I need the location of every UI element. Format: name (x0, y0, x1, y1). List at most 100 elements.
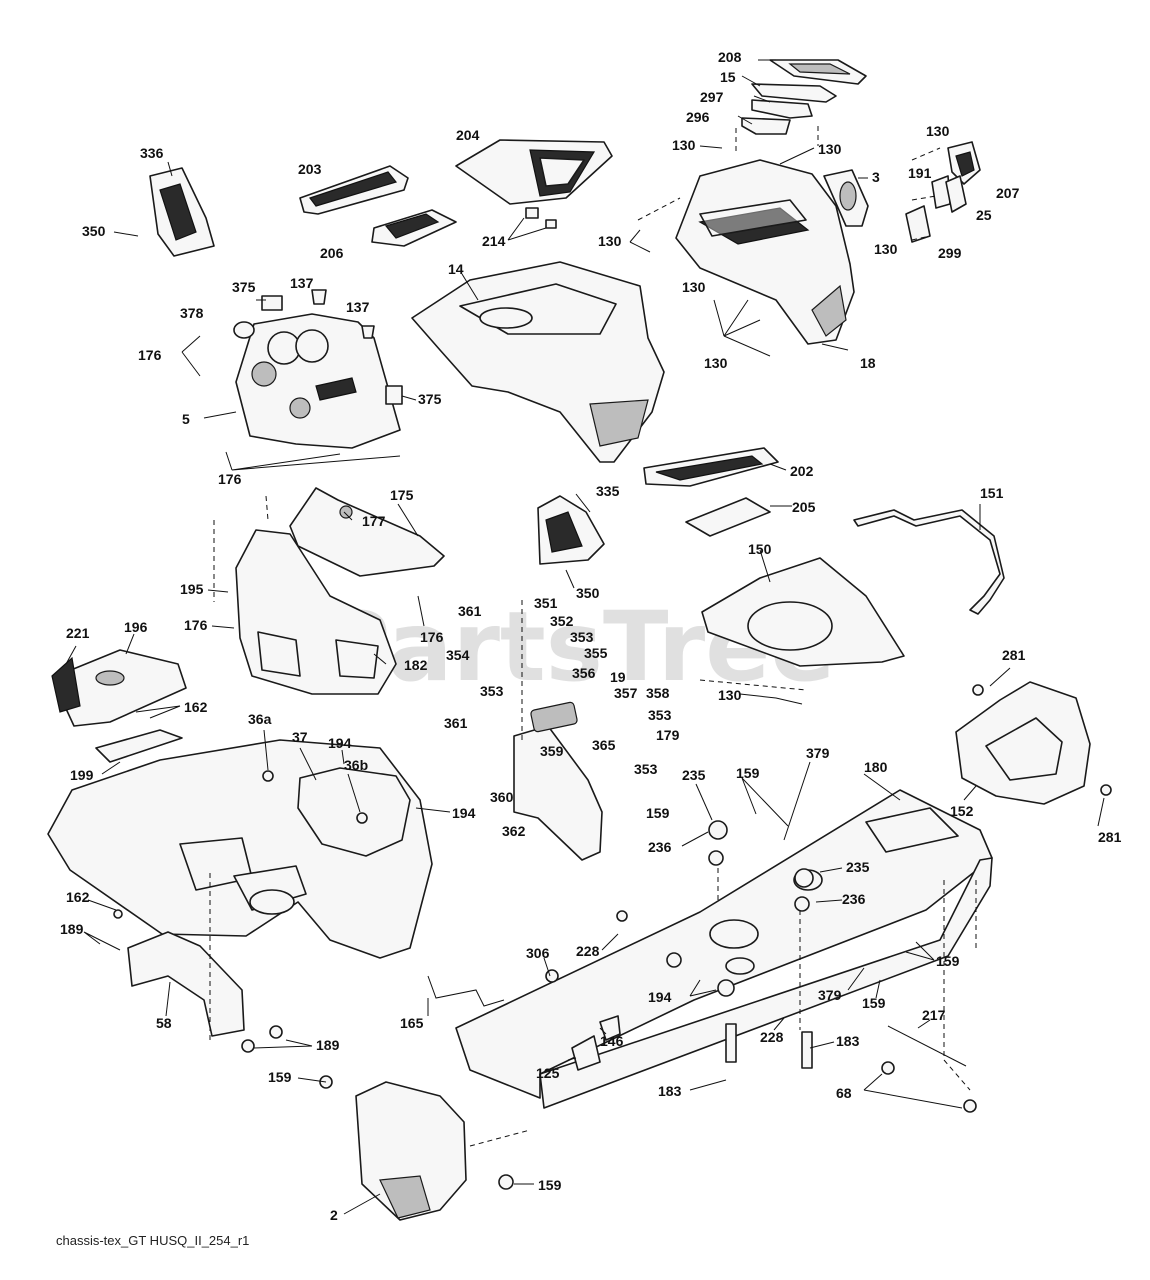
callout-159: 159 (538, 1177, 562, 1193)
part-14-hood (411, 261, 665, 463)
callout-355: 355 (584, 645, 608, 661)
callout-375: 375 (418, 391, 442, 407)
callout-195: 195 (180, 581, 204, 597)
part-375-knob (261, 295, 403, 405)
callout-179: 179 (656, 727, 680, 743)
callout-189: 189 (60, 921, 84, 937)
callout-177: 177 (362, 513, 386, 529)
part-37-body-panel (47, 739, 433, 959)
callout-351: 351 (534, 595, 558, 611)
callout-152: 152 (950, 803, 974, 819)
part-196-pedal-cover (61, 649, 187, 727)
callout-68: 68 (836, 1085, 852, 1101)
callout-5: 5 (182, 411, 190, 427)
callout-182: 182 (404, 657, 428, 673)
part-296-bracket (741, 117, 791, 135)
callout-194: 194 (328, 735, 352, 751)
callout-281: 281 (1098, 829, 1122, 845)
callout-151: 151 (980, 485, 1004, 501)
callout-228: 228 (760, 1029, 784, 1045)
callout-335: 335 (596, 483, 620, 499)
callout-137: 137 (290, 275, 314, 291)
part-175-bracket (289, 487, 445, 577)
callout-359: 359 (540, 743, 564, 759)
callout-58: 58 (156, 1015, 172, 1031)
hardware-fasteners (113, 684, 1112, 1190)
callout-165: 165 (400, 1015, 424, 1031)
callout-183: 183 (836, 1033, 860, 1049)
part-205-trim (685, 497, 771, 537)
callout-353: 353 (648, 707, 672, 723)
callout-353: 353 (480, 683, 504, 699)
callout-3: 3 (872, 169, 880, 185)
part-206-vent (371, 209, 457, 247)
part-297-lens (751, 99, 813, 119)
callout-25: 25 (976, 207, 992, 223)
callout-176: 176 (420, 629, 444, 645)
part-125-146 (571, 1015, 621, 1071)
callout-18: 18 (860, 355, 876, 371)
callout-2: 2 (330, 1207, 338, 1223)
part-335-side-panel (537, 495, 605, 565)
callout-191: 191 (908, 165, 932, 181)
callout-375: 375 (232, 279, 256, 295)
callout-207: 207 (996, 185, 1020, 201)
callout-176: 176 (184, 617, 208, 633)
part-5-dash-panel (235, 313, 401, 449)
callout-130: 130 (672, 137, 696, 153)
part-217-rod (887, 1025, 967, 1067)
callout-281: 281 (1002, 647, 1026, 663)
callout-306: 306 (526, 945, 550, 961)
callout-159: 159 (646, 805, 670, 821)
callout-353: 353 (570, 629, 594, 645)
callout-labels: 208 15 297 296 130 130 130 3 191 207 25 … (60, 49, 1122, 1223)
callout-354: 354 (446, 647, 470, 663)
dashed-connections (209, 126, 977, 1147)
part-182-lower-dash (235, 529, 397, 695)
callout-36: 36b (344, 757, 368, 773)
callout-199: 199 (70, 767, 94, 783)
callout-130: 130 (874, 241, 898, 257)
callout-189: 189 (316, 1037, 340, 1053)
part-204-hood-panel (455, 139, 613, 205)
callout-214: 214 (482, 233, 506, 249)
part-359-spring (530, 701, 578, 733)
callout-194: 194 (648, 989, 672, 1005)
callout-379: 379 (806, 745, 830, 761)
callout-379: 379 (818, 987, 842, 1003)
callout-236: 236 (648, 839, 672, 855)
callout-235: 235 (682, 767, 706, 783)
callout-137: 137 (346, 299, 370, 315)
callout-130: 130 (704, 355, 728, 371)
callout-362: 362 (502, 823, 526, 839)
part-180-frame (455, 789, 993, 1109)
callout-130: 130 (818, 141, 842, 157)
callout-297: 297 (700, 89, 724, 105)
callout-194: 194 (452, 805, 476, 821)
callout-217: 217 (922, 1007, 946, 1023)
part-15-lens (751, 83, 837, 103)
part-151-bracket (853, 509, 1005, 615)
part-214-clips (525, 207, 557, 229)
part-221-pad (51, 656, 81, 713)
callout-361: 361 (444, 715, 468, 731)
part-336-side-panel (149, 167, 215, 257)
callout-350: 350 (82, 223, 106, 239)
callout-125: 125 (536, 1065, 560, 1081)
part-199-pedal-pad (95, 729, 183, 763)
callout-130: 130 (682, 279, 706, 295)
part-207-headlight (947, 141, 981, 185)
callout-19: 19 (610, 669, 626, 685)
part-25-lens (945, 175, 967, 213)
callout-336: 336 (140, 145, 164, 161)
callout-236: 236 (842, 891, 866, 907)
callout-130: 130 (926, 123, 950, 139)
callout-378: 378 (180, 305, 204, 321)
callout-36: 36a (248, 711, 272, 727)
part-150-pan (701, 557, 905, 667)
part-202-grille (643, 447, 779, 487)
callout-183: 183 (658, 1083, 682, 1099)
callout-299: 299 (938, 245, 962, 261)
callout-176: 176 (138, 347, 162, 363)
part-299-bracket (905, 205, 931, 243)
